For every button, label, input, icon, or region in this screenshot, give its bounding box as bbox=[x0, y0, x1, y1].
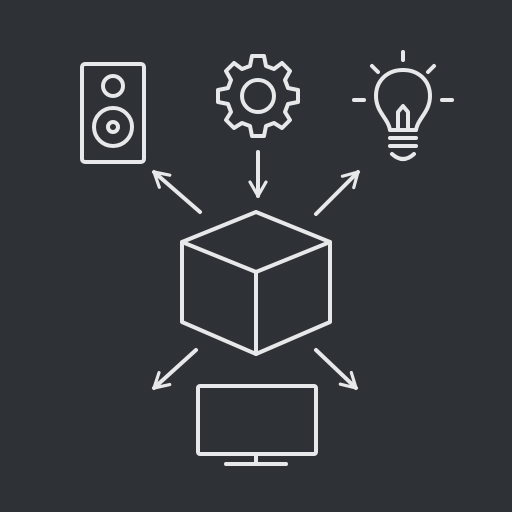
gear-icon bbox=[216, 54, 300, 138]
arrow-to-lightbulb bbox=[314, 170, 360, 216]
arrow-to-monitor-left bbox=[152, 348, 198, 390]
arrow-to-monitor-right bbox=[314, 348, 358, 390]
arrows bbox=[152, 150, 360, 390]
cube-icon bbox=[180, 210, 332, 356]
arrow-to-speaker bbox=[152, 170, 202, 214]
lightbulb-icon bbox=[352, 50, 454, 161]
monitor-icon bbox=[196, 384, 318, 466]
speaker-icon bbox=[80, 62, 146, 164]
